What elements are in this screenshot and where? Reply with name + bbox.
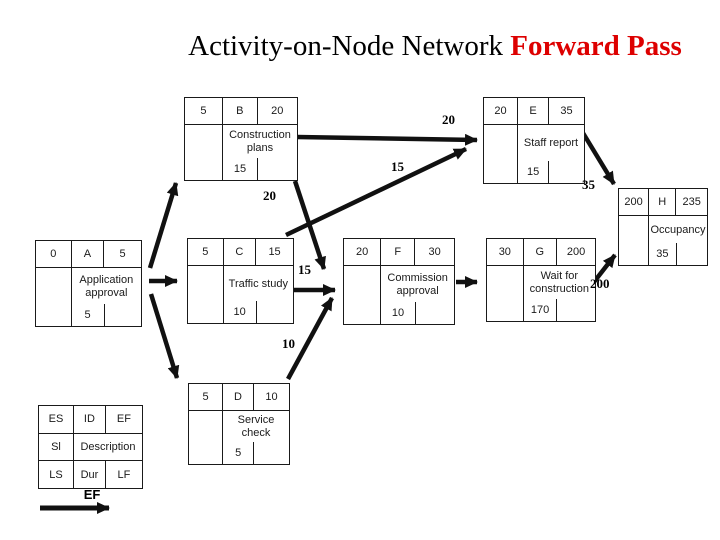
edge-label-D-F: 10: [282, 336, 295, 351]
edge-label-C-E: 15: [391, 159, 404, 174]
legend-lf: LF: [117, 468, 131, 481]
arrow-A-D: [148, 293, 180, 379]
node-A-ef: 5: [119, 248, 126, 260]
title-highlight: Forward Pass: [510, 30, 682, 62]
arrow-A-B: [147, 182, 179, 269]
node-H-ef: 235: [682, 196, 701, 208]
node-F-id: F: [381, 239, 416, 265]
node-D-duration: 5: [223, 442, 255, 464]
edge-label-E-H: 35: [582, 177, 595, 192]
node-B-description: Construction plans: [229, 129, 291, 154]
node-F-slack-cell: [344, 266, 382, 324]
node-A-description: Application approval: [79, 273, 134, 299]
node-B-id: B: [223, 98, 258, 124]
node-A-id: A: [72, 241, 105, 267]
legend-id: ID: [74, 406, 106, 433]
arrow-E-H: [581, 131, 616, 186]
legend-slack: Sl: [39, 433, 74, 461]
edge-label-B-F: 20: [263, 188, 276, 203]
legend-es: ES: [39, 406, 74, 433]
node-G: 30 G 200 Wait for construction 170: [486, 238, 596, 322]
node-G-duration: 170: [524, 299, 558, 321]
legend-key-box: ES ID EF Sl Description LS Dur LF: [38, 405, 143, 489]
legend-arrow-label: EF: [83, 487, 101, 502]
node-B-ef: 20: [271, 105, 284, 117]
node-G-id: G: [524, 239, 558, 265]
node-F: 20 F 30 Commission approval 10: [343, 238, 455, 325]
node-C-slack-cell: [188, 266, 224, 323]
node-F-description: Commission approval: [387, 271, 448, 297]
node-D-id: D: [223, 384, 254, 410]
edge-label-B-E: 20: [442, 112, 455, 127]
node-B-duration: 15: [223, 158, 258, 180]
slide-title: Activity-on-Node Network Forward Pass: [150, 30, 720, 63]
node-C-duration: 10: [224, 301, 257, 323]
node-F-es: 20: [344, 239, 382, 265]
node-B: 5 B 20 Construction plans 15: [184, 97, 298, 181]
node-A: 0 A 5 Application approval 5: [35, 240, 142, 327]
node-E-es: 20: [484, 98, 518, 124]
node-B-slack-cell: [185, 125, 223, 180]
node-A-es: 0: [36, 241, 72, 267]
edge-label-G-H: 200: [590, 276, 610, 291]
node-C: 5 C 15 Traffic study 10: [187, 238, 294, 324]
node-H-id: H: [649, 189, 677, 215]
node-C-ef: 15: [268, 246, 281, 258]
node-C-id: C: [224, 239, 257, 265]
node-C-es: 5: [188, 239, 224, 265]
node-A-slack-cell: [36, 268, 72, 326]
node-E-slack-cell: [484, 125, 518, 183]
node-H-description: Occupancy: [650, 223, 706, 236]
node-D-ef: 10: [265, 391, 278, 403]
node-D-es: 5: [189, 384, 223, 410]
arrow-C-E: [285, 146, 467, 238]
node-G-slack-cell: [487, 266, 524, 321]
node-H-duration: 35: [649, 243, 677, 265]
node-D: 5 D 10 Service check 5: [188, 383, 290, 465]
title-main: Activity-on-Node Network: [188, 30, 504, 62]
legend-ls: LS: [39, 461, 74, 489]
node-E-duration: 15: [518, 161, 550, 183]
legend-dur: Dur: [74, 461, 106, 489]
node-E-id: E: [518, 98, 549, 124]
legend-ef: EF: [116, 413, 131, 426]
node-G-ef: 200: [566, 246, 586, 258]
node-F-ef: 30: [428, 246, 441, 258]
node-H-es: 200: [619, 189, 650, 215]
node-B-es: 5: [185, 98, 223, 124]
node-D-description: Service check: [237, 414, 275, 439]
node-D-slack-cell: [189, 411, 223, 464]
edge-label-C-F: 15: [298, 262, 311, 277]
node-E-description: Staff report: [523, 137, 579, 149]
node-A-duration: 5: [72, 304, 105, 326]
node-H-slack-cell: [619, 216, 650, 265]
node-E-ef: 35: [560, 105, 573, 117]
node-E: 20 E 35 Staff report 15: [483, 97, 585, 184]
node-G-description: Wait for construction: [529, 270, 589, 295]
node-C-description: Traffic study: [228, 277, 288, 290]
node-G-es: 30: [487, 239, 524, 265]
node-H: 200 H 235 Occupancy 35: [618, 188, 708, 266]
legend-description: Description: [80, 441, 136, 453]
arrow-B-E: [296, 133, 478, 146]
node-F-duration: 10: [381, 302, 416, 324]
arrow-D-F: [286, 296, 334, 381]
